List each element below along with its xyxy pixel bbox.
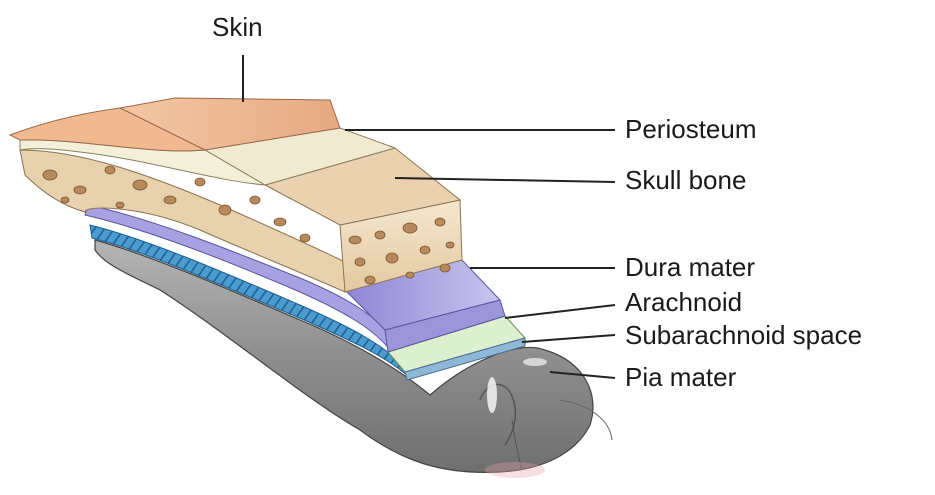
dura-slab-front xyxy=(384,299,506,353)
label-arachnoid: Arachnoid xyxy=(625,287,743,317)
nerve-line xyxy=(511,419,523,471)
bone-pore xyxy=(73,185,87,195)
bone-pore xyxy=(419,245,431,255)
bone-pore xyxy=(115,201,125,209)
brain-tissue xyxy=(94,239,594,473)
leader-arachnoid xyxy=(504,304,616,319)
brain-highlight xyxy=(523,358,547,366)
leader-subarachnoid xyxy=(521,334,616,343)
red-tint xyxy=(485,462,545,478)
label-skull-bone: Skull bone xyxy=(625,165,747,195)
bone-pore xyxy=(348,235,362,245)
bone-pore xyxy=(218,204,232,216)
vessel-line xyxy=(559,399,613,441)
label-dura-mater: Dura mater xyxy=(625,252,756,282)
brain-highlight xyxy=(487,377,497,413)
bone-pores xyxy=(42,165,455,285)
bone-pore xyxy=(273,217,287,227)
bone-pore xyxy=(385,252,399,264)
label-pia-mater: Pia mater xyxy=(625,362,737,392)
leader-pia-mater xyxy=(549,371,616,379)
brain-fold xyxy=(479,383,517,446)
bone-pore xyxy=(299,233,311,243)
bone-pore xyxy=(60,196,70,204)
bone-pore xyxy=(104,165,116,175)
bone-pore xyxy=(132,179,148,191)
bone-pore xyxy=(249,195,261,205)
bone-side xyxy=(19,149,346,293)
label-periosteum: Periosteum xyxy=(625,114,757,144)
bone-pore xyxy=(434,217,446,227)
bone-pore xyxy=(364,275,376,285)
bone-pore xyxy=(402,222,418,234)
bone-pore xyxy=(405,271,415,279)
bone-pore xyxy=(354,257,366,267)
bone-pore xyxy=(374,230,386,240)
label-subarachnoid-space: Subarachnoid space xyxy=(625,320,863,350)
bone-pore xyxy=(194,177,206,187)
bone-pore xyxy=(163,195,177,205)
label-skin: Skin xyxy=(212,12,263,42)
skin-side xyxy=(8,107,207,152)
bone-pore xyxy=(445,241,455,249)
arachnoid-slab-side xyxy=(404,337,526,381)
leader-skull-bone xyxy=(394,177,616,183)
bone-pore xyxy=(439,263,451,273)
bone-pore xyxy=(42,169,58,181)
